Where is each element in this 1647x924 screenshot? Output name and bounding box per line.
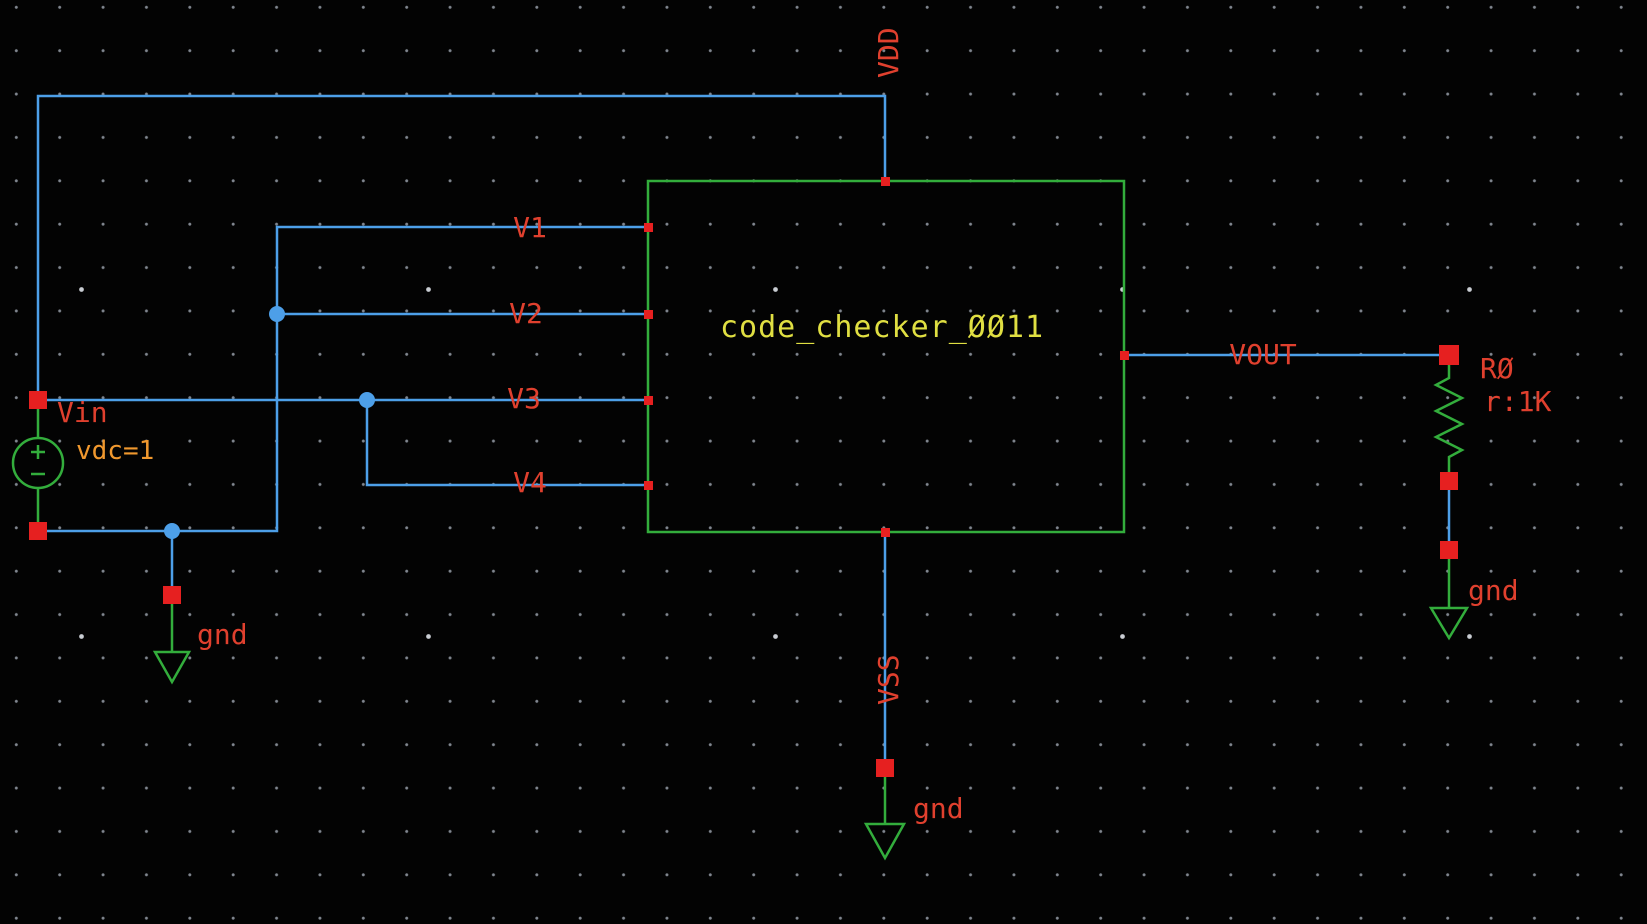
vdc-source[interactable]: [11, 400, 65, 531]
instance-pins: [644, 177, 1129, 537]
pin-vdd[interactable]: [881, 177, 890, 186]
gnd-symbol-middle[interactable]: [863, 777, 907, 861]
gnd-right-triangle[interactable]: [1428, 606, 1470, 641]
net-label-vss[interactable]: VSS: [872, 654, 905, 705]
gnd-label-middle[interactable]: gnd: [913, 792, 964, 825]
net-label-v3[interactable]: V3: [507, 382, 541, 415]
junction-dot-v4[interactable]: [359, 392, 375, 408]
pin-v4[interactable]: [644, 481, 653, 490]
gnd-middle-triangle[interactable]: [863, 822, 907, 861]
resistor-name-label[interactable]: RØ: [1480, 352, 1514, 385]
terminal-gnd-middle[interactable]: [876, 759, 894, 777]
net-label-vout[interactable]: VOUT: [1229, 338, 1297, 371]
wire-vdd-net[interactable]: [36, 94, 887, 400]
junction-dot-v2[interactable]: [269, 306, 285, 322]
gnd-label-left[interactable]: gnd: [197, 618, 248, 651]
wire-net-v1[interactable]: [38, 225, 648, 533]
gnd-symbol-left[interactable]: [152, 604, 192, 685]
net-label-v2[interactable]: V2: [509, 297, 543, 330]
wire-net-v4[interactable]: [365, 400, 648, 487]
resistor[interactable]: [1433, 355, 1465, 481]
net-label-vin[interactable]: Vin: [57, 396, 108, 429]
terminal-vin-bottom[interactable]: [29, 522, 47, 540]
pin-vss[interactable]: [881, 528, 890, 537]
terminal-vout[interactable]: [1439, 345, 1459, 365]
terminal-gnd-right[interactable]: [1440, 541, 1458, 559]
junctions: [164, 306, 375, 539]
wires: [36, 94, 1451, 768]
code-checker-instance[interactable]: code_checker_ØØ11: [646, 179, 1126, 534]
gnd-left-triangle[interactable]: [152, 650, 192, 685]
pin-v2[interactable]: [644, 310, 653, 319]
net-label-v4[interactable]: V4: [513, 466, 547, 499]
gnd-label-right[interactable]: gnd: [1468, 574, 1519, 607]
resistor-body[interactable]: [1433, 355, 1465, 481]
labels: VDD VSS V1 V2 V3 V4 VOUT Vin vdc=1 RØ r:…: [57, 27, 1552, 825]
resistor-value-label[interactable]: r:1K: [1484, 385, 1552, 418]
instance-label[interactable]: code_checker_ØØ11: [720, 310, 1044, 345]
gnd-symbol-right[interactable]: [1428, 559, 1470, 641]
pin-v3[interactable]: [644, 396, 653, 405]
terminal-resistor-bottom[interactable]: [1440, 472, 1458, 490]
vdc-body[interactable]: [11, 436, 65, 490]
net-label-vdd[interactable]: VDD: [872, 27, 905, 78]
terminal-vin-top[interactable]: [29, 391, 47, 409]
net-label-v1[interactable]: V1: [513, 211, 547, 244]
instance-body[interactable]: [646, 179, 1126, 534]
terminal-squares: [29, 345, 1459, 777]
terminal-gnd-left[interactable]: [163, 586, 181, 604]
pin-v1[interactable]: [644, 223, 653, 232]
pin-vout[interactable]: [1120, 351, 1129, 360]
junction-dot-gnd-left[interactable]: [164, 523, 180, 539]
vdc-param-label[interactable]: vdc=1: [76, 436, 154, 466]
